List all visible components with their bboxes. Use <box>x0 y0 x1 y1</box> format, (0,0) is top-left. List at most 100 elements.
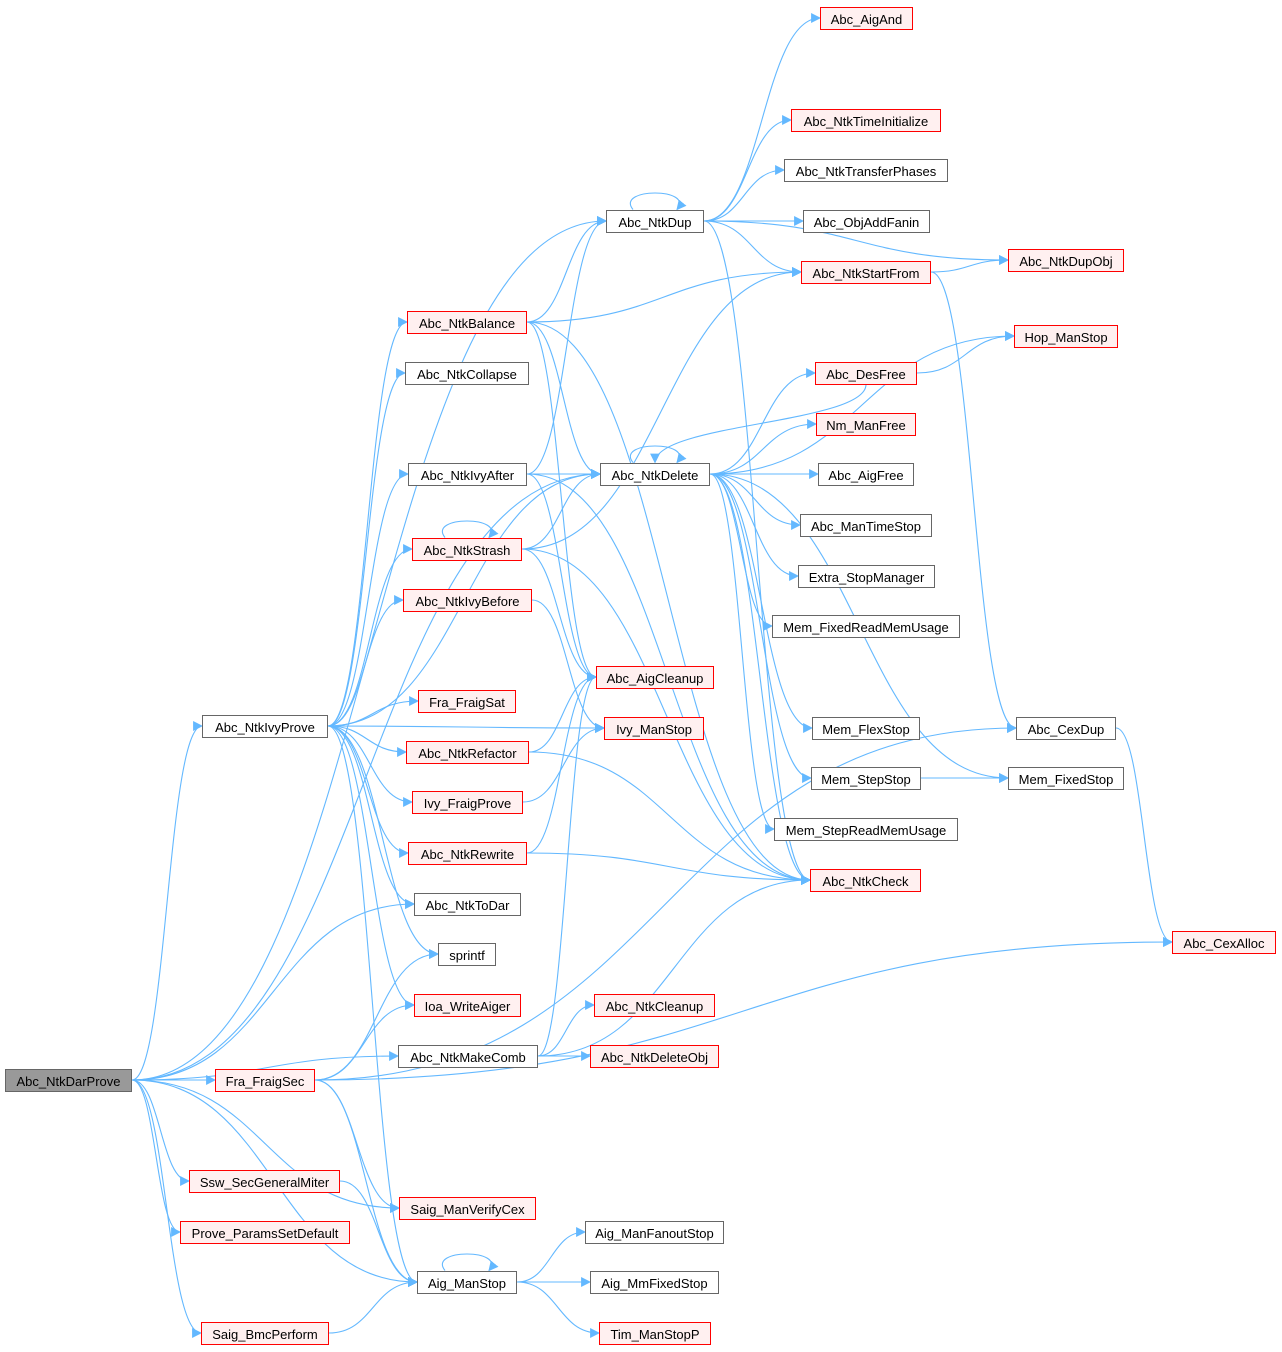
node-sprintf[interactable]: sprintf <box>438 942 496 966</box>
node-abc-ntktimeinitialize[interactable]: Abc_NtkTimeInitialize <box>791 108 941 132</box>
edge-delete-to-stepread <box>709 473 775 834</box>
edge-refactor-to-check <box>528 751 811 885</box>
node-ivy-manstop[interactable]: Ivy_ManStop <box>604 716 704 740</box>
edge-rewrite-to-check <box>526 852 811 885</box>
edge-dup-to-dup <box>629 192 687 211</box>
node-abc-ntkcheck[interactable]: Abc_NtkCheck <box>810 868 921 892</box>
edge-bmc-to-aigstop <box>328 1277 418 1334</box>
node-abc-objaddfanin[interactable]: Abc_ObjAddFanin <box>803 209 930 233</box>
edge-ivyprove-to-refactor <box>327 725 407 757</box>
edge-delete-to-mantimestop <box>709 473 801 530</box>
edge-dup-to-transfer <box>703 165 785 222</box>
node-abc-ntktodar[interactable]: Abc_NtkToDar <box>414 892 521 916</box>
edge-fraigsec-to-verifycex <box>314 1079 400 1213</box>
node-abc-aigand[interactable]: Abc_AigAnd <box>820 6 913 30</box>
edge-rewrite-to-aigcleanup <box>526 672 597 854</box>
edge-dup-to-dupobj <box>703 220 1009 265</box>
edge-desfree-to-hopstop <box>916 331 1015 374</box>
edge-delete-to-delete <box>629 445 687 464</box>
edge-ivyprove-to-sprintf <box>327 725 439 959</box>
node-abc-ntkivybefore[interactable]: Abc_NtkIvyBefore <box>403 588 532 612</box>
edge-aigstop-to-aigstop <box>441 1253 499 1272</box>
node-abc-ntkdarprove[interactable]: Abc_NtkDarProve <box>5 1068 132 1092</box>
node-tim-manstopp[interactable]: Tim_ManStopP <box>599 1321 711 1345</box>
edge-ivyprove-to-ioa <box>327 725 415 1010</box>
edge-ivyprove-to-strash <box>327 544 413 727</box>
edge-delete-to-check <box>709 473 811 885</box>
node-abc-ntktransferphases[interactable]: Abc_NtkTransferPhases <box>784 158 948 182</box>
edge-ivyprove-to-collapse <box>327 368 406 727</box>
edge-ivyprove-to-ivyafter <box>327 469 409 727</box>
node-abc-ntkdeleteobj[interactable]: Abc_NtkDeleteObj <box>590 1044 719 1068</box>
node-abc-ntkivyafter[interactable]: Abc_NtkIvyAfter <box>408 462 527 486</box>
node-mem-stepstop[interactable]: Mem_StepStop <box>811 766 921 790</box>
node-abc-ntkdup[interactable]: Abc_NtkDup <box>606 209 704 233</box>
node-abc-ntkstrash[interactable]: Abc_NtkStrash <box>412 537 522 561</box>
edge-aigstop-to-timstop <box>516 1281 600 1338</box>
edge-ivyfraig-to-ivymanstop <box>522 723 605 803</box>
edge-dar-to-bmc <box>131 1079 202 1338</box>
edge-ivyprove-to-ivymanstop <box>327 723 605 733</box>
node-mem-stepreadmemusage[interactable]: Mem_StepReadMemUsage <box>774 817 958 841</box>
node-saig-manverifycex[interactable]: Saig_ManVerifyCex <box>399 1196 536 1220</box>
node-mem-fixedreadmemusage[interactable]: Mem_FixedReadMemUsage <box>772 614 960 638</box>
node-fra-fraigsat[interactable]: Fra_FraigSat <box>418 689 516 713</box>
edge-ssw-to-aigstop <box>339 1180 418 1287</box>
edge-delete-to-flexstop <box>709 473 813 733</box>
edge-refactor-to-aigcleanup <box>528 672 597 753</box>
node-ssw-secgeneralmiter[interactable]: Ssw_SecGeneralMiter <box>189 1169 340 1193</box>
edge-dup-to-startfrom <box>703 220 802 277</box>
node-abc-ntkmakecomb[interactable]: Abc_NtkMakeComb <box>398 1044 538 1068</box>
node-saig-bmcperform[interactable]: Saig_BmcPerform <box>201 1321 329 1345</box>
edge-dup-to-aigand <box>703 13 821 222</box>
node-nm-manfree[interactable]: Nm_ManFree <box>816 412 916 436</box>
edge-dar-to-ivyprove <box>131 721 203 1081</box>
node-abc-ntkcleanup[interactable]: Abc_NtkCleanup <box>594 993 715 1017</box>
node-prove-paramssetdefault[interactable]: Prove_ParamsSetDefault <box>180 1220 350 1244</box>
edge-delete-to-nmfree <box>709 419 817 475</box>
node-abc-mantimestop[interactable]: Abc_ManTimeStop <box>800 513 932 537</box>
node-extra-stopmanager[interactable]: Extra_StopManager <box>798 564 935 588</box>
node-ivy-fraigprove[interactable]: Ivy_FraigProve <box>412 790 523 814</box>
node-abc-ntkstartfrom[interactable]: Abc_NtkStartFrom <box>801 260 931 284</box>
node-abc-ntkdupobj[interactable]: Abc_NtkDupObj <box>1008 248 1124 272</box>
edge-dar-to-makecomb <box>131 1051 399 1081</box>
edge-strash-to-delete <box>521 469 601 550</box>
node-mem-flexstop[interactable]: Mem_FlexStop <box>812 716 920 740</box>
node-abc-cexalloc[interactable]: Abc_CexAlloc <box>1172 930 1276 954</box>
edge-fraigsec-to-cexalloc <box>314 937 1173 1081</box>
edge-startfrom-to-cexdup <box>930 271 1017 733</box>
edge-dar-to-params <box>131 1079 181 1237</box>
node-abc-cexdup[interactable]: Abc_CexDup <box>1016 716 1116 740</box>
edge-balance-to-aigcleanup <box>526 321 597 682</box>
node-abc-aigcleanup[interactable]: Abc_AigCleanup <box>596 665 714 689</box>
node-abc-ntkdelete[interactable]: Abc_NtkDelete <box>600 462 710 486</box>
edge-startfrom-to-dupobj <box>930 255 1009 273</box>
node-aig-mmfixedstop[interactable]: Aig_MmFixedStop <box>590 1270 719 1294</box>
node-abc-ntkrewrite[interactable]: Abc_NtkRewrite <box>408 841 527 865</box>
node-abc-aigfree[interactable]: Abc_AigFree <box>818 462 914 486</box>
edge-strash-to-startfrom <box>521 267 802 550</box>
node-abc-ntkivyprove[interactable]: Abc_NtkIvyProve <box>202 714 328 738</box>
edge-desfree-to-delete <box>650 384 867 464</box>
edge-makecomb-to-aigcleanup <box>537 672 597 1057</box>
edge-dup-to-timeinit <box>703 115 792 222</box>
node-fra-fraigsec[interactable]: Fra_FraigSec <box>215 1068 315 1092</box>
edge-ivyprove-to-todar <box>327 725 415 909</box>
node-abc-desfree[interactable]: Abc_DesFree <box>815 361 917 385</box>
edge-ivyafter-to-aigcleanup <box>526 473 597 682</box>
edge-makecomb-to-cleanup <box>537 1000 595 1057</box>
node-ioa-writeaiger[interactable]: Ioa_WriteAiger <box>414 993 521 1017</box>
node-abc-ntkcollapse[interactable]: Abc_NtkCollapse <box>405 361 529 385</box>
node-abc-ntkrefactor[interactable]: Abc_NtkRefactor <box>406 740 529 764</box>
edge-ivyprove-to-fraigsat <box>327 696 419 727</box>
edge-dar-to-ssw <box>131 1079 190 1186</box>
edge-dup-to-check <box>703 220 811 885</box>
edge-ivybefore-to-ivymanstop <box>531 599 605 733</box>
edge-dar-to-todar <box>131 899 415 1081</box>
node-hop-manstop[interactable]: Hop_ManStop <box>1014 324 1118 348</box>
node-mem-fixedstop[interactable]: Mem_FixedStop <box>1008 766 1124 790</box>
node-abc-ntkbalance[interactable]: Abc_NtkBalance <box>407 310 527 334</box>
node-aig-manstop[interactable]: Aig_ManStop <box>417 1270 517 1294</box>
node-aig-manfanoutstop[interactable]: Aig_ManFanoutStop <box>585 1220 724 1244</box>
